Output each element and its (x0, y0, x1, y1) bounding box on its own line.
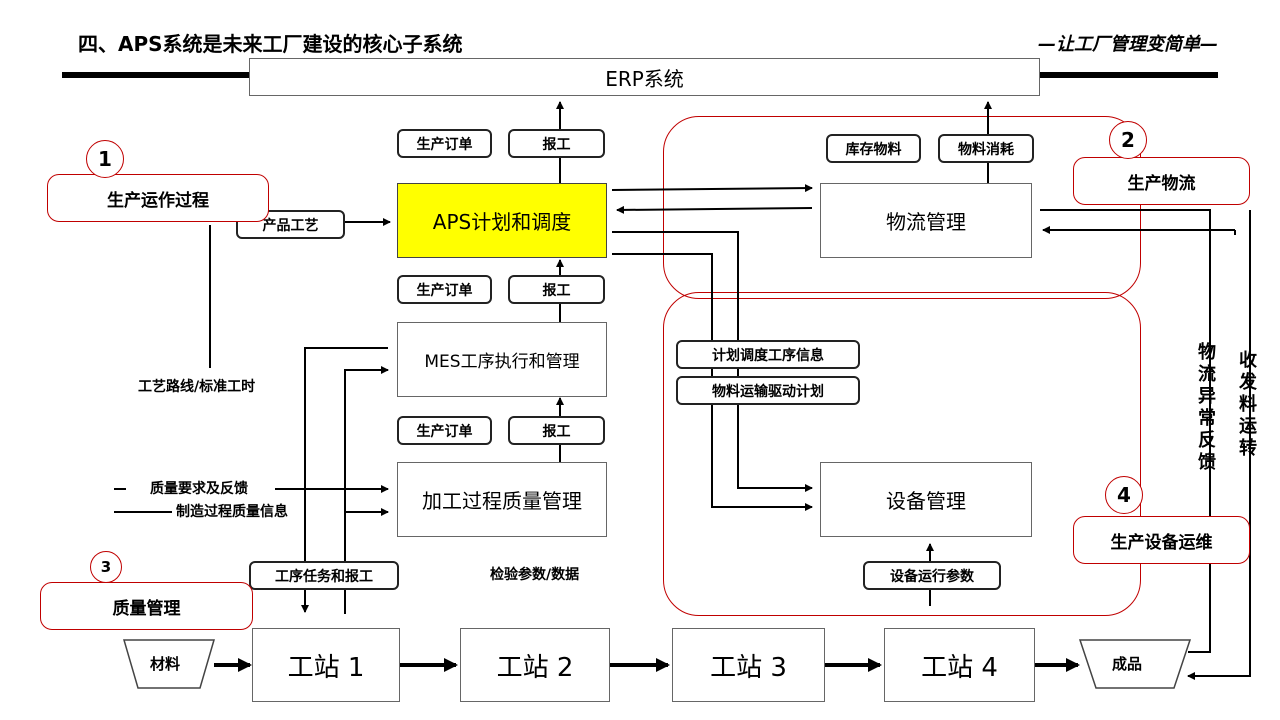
label-process-route: 工艺路线/标准工时 (138, 379, 256, 395)
tag-production-order-3: 生产订单 (397, 416, 492, 445)
header-rule-left (62, 72, 250, 78)
workstation-1: 工站 1 (252, 628, 400, 702)
callout-number-4: 4 (1105, 476, 1143, 514)
callout-quality-management: 质量管理 (40, 582, 253, 630)
aps-scheduling-box: APS计划和调度 (397, 183, 607, 258)
tag-schedule-process-info: 计划调度工序信息 (676, 340, 860, 369)
tag-material-transport-plan: 物料运输驱动计划 (676, 376, 860, 405)
tag-equipment-params: 设备运行参数 (863, 561, 1001, 590)
mes-box: MES工序执行和管理 (397, 322, 607, 397)
header-rule-right (1040, 72, 1218, 78)
label-logistics-exception-feedback: 物流异常反馈 (1198, 342, 1216, 473)
finished-product-label: 成品 (1112, 655, 1143, 673)
workstation-3: 工站 3 (672, 628, 825, 702)
label-material-transfer: 收发料运转 (1239, 350, 1257, 459)
tag-report-1: 报工 (508, 129, 605, 158)
material-trapezoid (123, 639, 215, 689)
tag-production-order-2: 生产订单 (397, 275, 492, 304)
slide-title: 四、APS系统是未来工厂建设的核心子系统 (78, 32, 463, 56)
slogan: —让工厂管理变简单— (1038, 34, 1218, 55)
tag-task-and-report: 工序任务和报工 (249, 561, 399, 590)
label-inspection-data: 检验参数/数据 (490, 567, 580, 583)
tag-production-order-1: 生产订单 (397, 129, 492, 158)
tag-inventory-material: 库存物料 (826, 134, 921, 163)
callout-equipment-maintenance: 生产设备运维 (1073, 516, 1250, 564)
workstation-4: 工站 4 (884, 628, 1035, 702)
material-label: 材料 (150, 655, 181, 673)
workstation-2: 工站 2 (460, 628, 610, 702)
label-quality-info: 制造过程质量信息 (176, 504, 288, 520)
equipment-region (663, 292, 1141, 616)
tag-report-2: 报工 (508, 275, 605, 304)
tag-report-3: 报工 (508, 416, 605, 445)
equipment-management-box: 设备管理 (820, 462, 1032, 537)
callout-number-2: 2 (1109, 121, 1147, 159)
tag-material-consumption: 物料消耗 (938, 134, 1034, 163)
product-trapezoid (1078, 639, 1192, 689)
callout-number-3: 3 (90, 551, 122, 583)
callout-production-logistics: 生产物流 (1073, 157, 1250, 205)
callout-number-1: 1 (86, 140, 124, 178)
erp-system-box: ERP系统 (249, 58, 1040, 96)
label-quality-requirements: 质量要求及反馈 (150, 481, 248, 497)
logistics-management-box: 物流管理 (820, 183, 1032, 258)
logistics-region (663, 116, 1141, 299)
quality-management-box: 加工过程质量管理 (397, 462, 607, 537)
callout-production-process: 生产运作过程 (47, 174, 269, 222)
